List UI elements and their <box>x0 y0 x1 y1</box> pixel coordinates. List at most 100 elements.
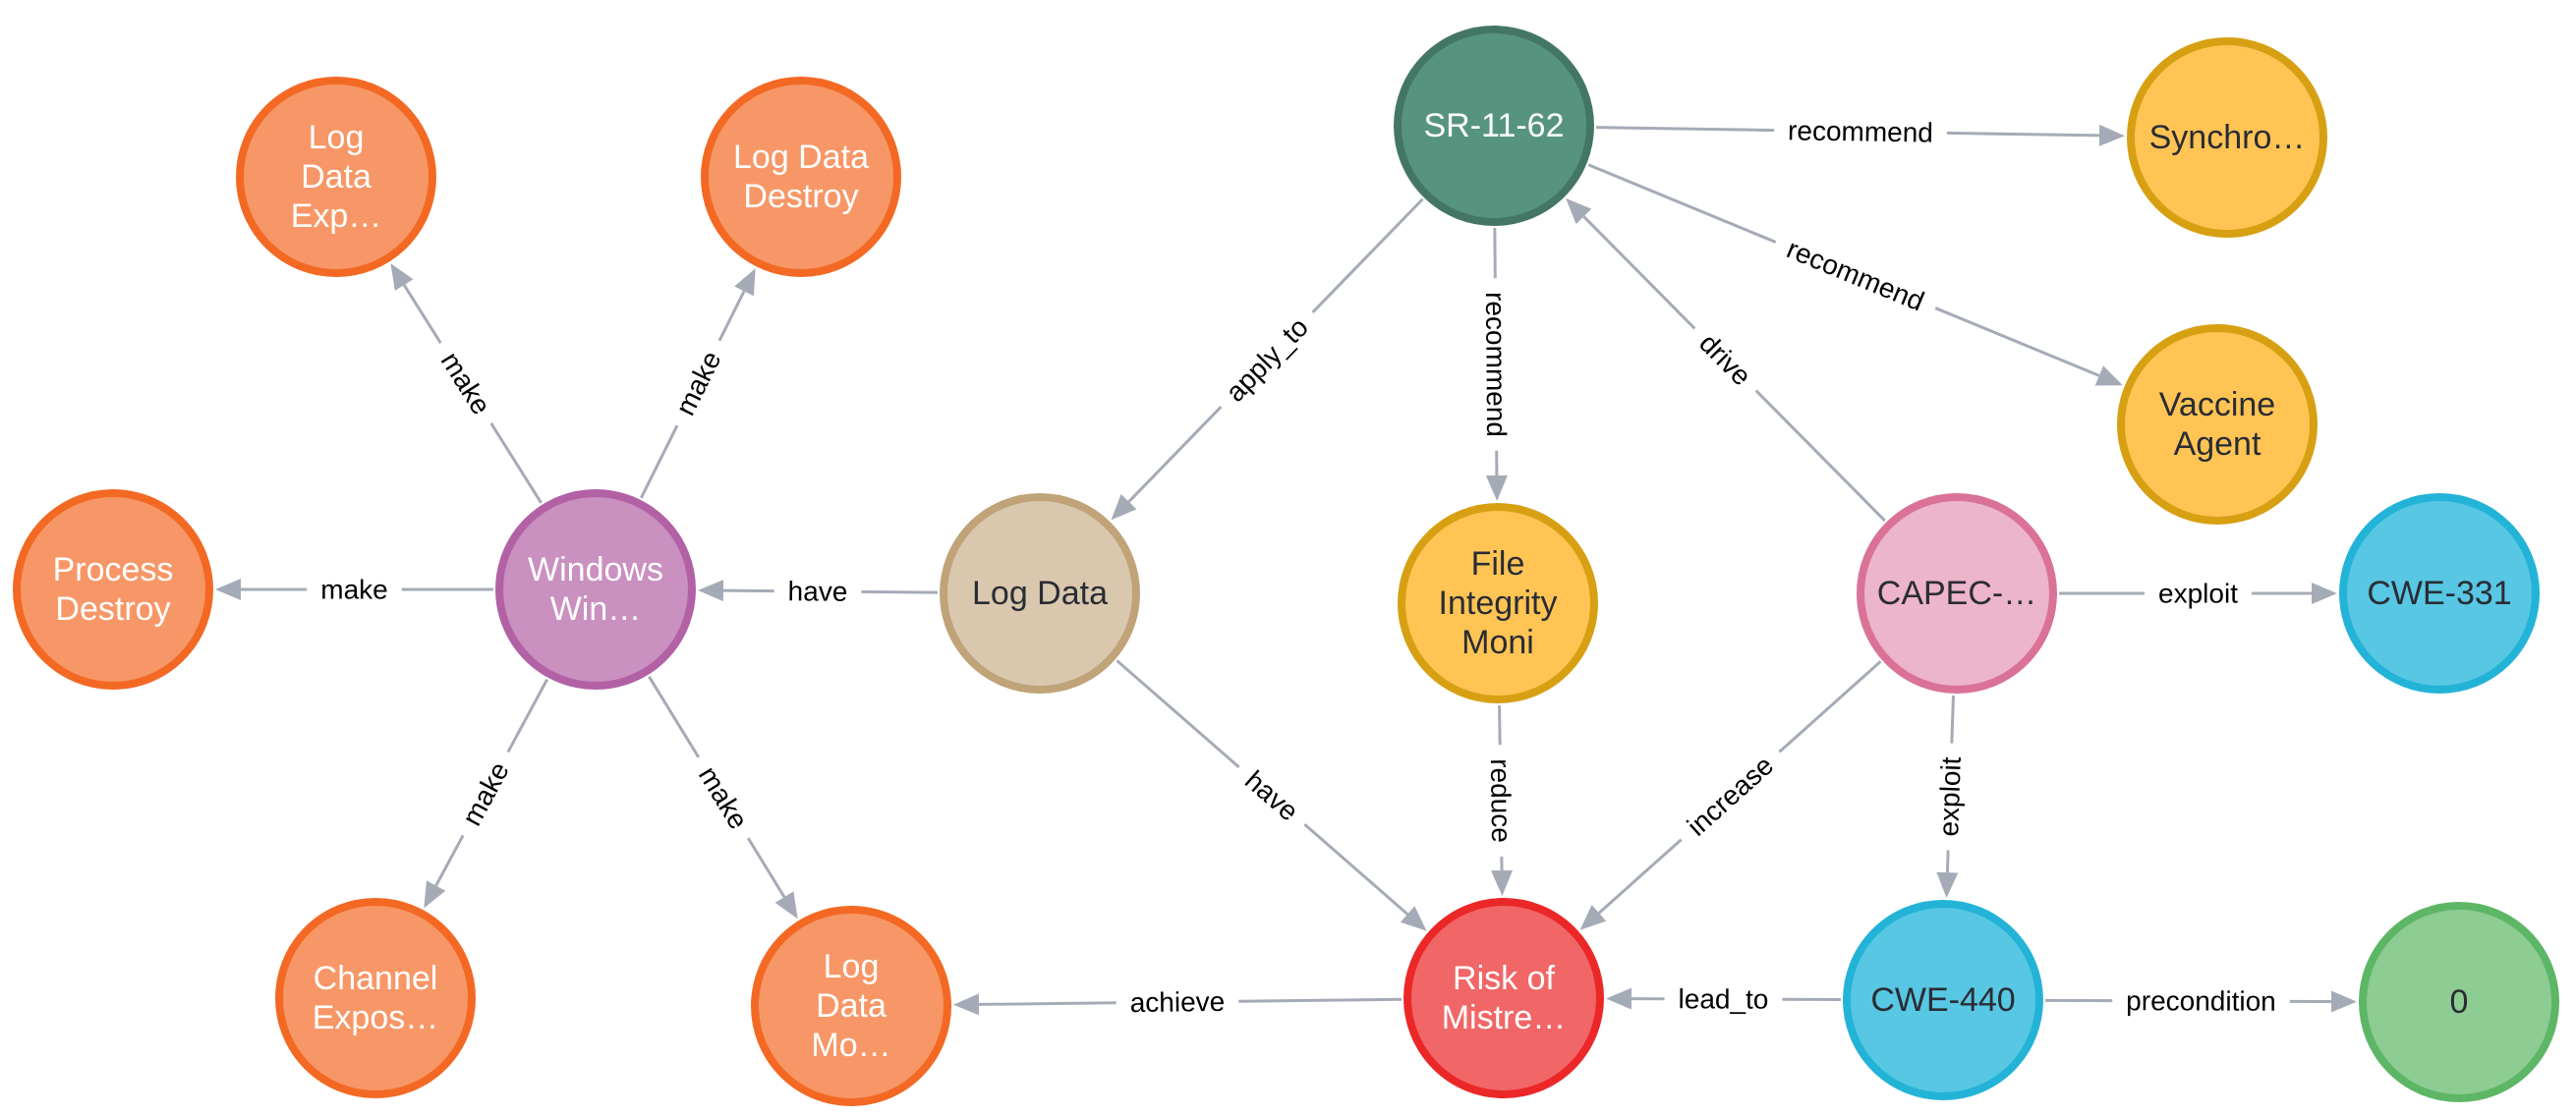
node-circle <box>751 906 951 1106</box>
node-cwe_331[interactable]: CWE-331 <box>2339 493 2540 694</box>
edge-label: reduce <box>1485 758 1517 843</box>
edge-label: make <box>693 761 754 835</box>
edge-capec-to-cwe_331[interactable]: exploit <box>2059 579 2337 609</box>
arrowhead <box>1111 494 1137 521</box>
edge-log_data-to-risk_of_mistre[interactable]: have <box>1116 659 1427 931</box>
node-zero[interactable]: 0 <box>2359 902 2559 1102</box>
edge-label: make <box>435 347 497 419</box>
arrowhead <box>215 579 241 600</box>
edge-log_data-to-windows_win[interactable]: have <box>697 576 939 607</box>
node-label: Win… <box>550 590 642 628</box>
node-synchro[interactable]: Synchro… <box>2127 37 2327 238</box>
edge-windows_win-to-log_data_mo[interactable]: make <box>648 675 798 920</box>
edge-label: exploit <box>2158 579 2238 609</box>
edge-sr_11_62-to-synchro[interactable]: recommend <box>1595 115 2126 148</box>
edge-label: recommend <box>1783 233 1928 316</box>
node-label: Process <box>53 551 174 588</box>
edge-line <box>489 422 543 504</box>
node-circle <box>1843 900 2043 1100</box>
node-log_data_mo[interactable]: LogDataMo… <box>751 906 951 1106</box>
node-risk_of_mistre[interactable]: Risk ofMistre… <box>1403 898 1604 1098</box>
node-label: SR-11-62 <box>1424 107 1565 144</box>
node-label: CWE-440 <box>1870 981 2015 1019</box>
arrowhead <box>1400 906 1427 931</box>
edge-capec-to-risk_of_mistre[interactable]: increase <box>1579 660 1882 930</box>
node-label: Exp… <box>291 197 382 235</box>
edge-line <box>1498 704 1502 746</box>
edge-label: exploit <box>1933 756 1967 837</box>
edge-cwe_440-to-zero[interactable]: precondition <box>2044 985 2358 1017</box>
edge-label: recommend <box>1480 292 1512 437</box>
edge-label: recommend <box>1788 115 1933 147</box>
node-log_data_exp[interactable]: LogDataExp… <box>236 77 436 277</box>
edge-capec-to-sr_11_62[interactable]: drive <box>1566 197 1886 523</box>
edge-windows_win-to-process_destroy[interactable]: make <box>215 575 493 605</box>
node-cwe_440[interactable]: CWE-440 <box>1843 900 2043 1100</box>
node-circle <box>940 493 1140 694</box>
arrowhead <box>734 268 756 297</box>
node-label: Mistre… <box>1442 999 1567 1036</box>
node-circle <box>1403 898 1604 1098</box>
node-circle <box>2359 902 2559 1102</box>
node-label: Destroy <box>743 178 858 215</box>
node-log_data[interactable]: Log Data <box>940 493 1140 694</box>
node-label: Mo… <box>811 1027 890 1064</box>
edge-line <box>1595 126 1775 133</box>
node-circle <box>13 489 213 690</box>
node-label: 0 <box>2450 983 2469 1021</box>
node-circle <box>275 898 476 1098</box>
node-label: Integrity <box>1439 585 1558 622</box>
edge-label: have <box>788 576 848 607</box>
node-circle <box>2127 37 2327 238</box>
edge-line <box>1238 997 1402 1003</box>
edge-line <box>1303 823 1409 916</box>
node-circle <box>2117 324 2318 525</box>
edge-label: make <box>669 346 726 419</box>
edge-sr_11_62-to-file_integrity[interactable]: recommend <box>1480 227 1512 502</box>
node-circle <box>1398 503 1598 703</box>
arrowhead <box>1936 871 1959 899</box>
arrowhead <box>2098 124 2126 146</box>
node-label: Agent <box>2174 425 2261 463</box>
edge-line <box>1587 163 1777 244</box>
node-label: File <box>1471 545 1525 583</box>
edge-line <box>746 837 786 898</box>
edge-line <box>1950 695 1955 744</box>
edge-line <box>434 834 465 887</box>
arrowhead <box>774 891 798 920</box>
node-label: CAPEC-… <box>1877 575 2036 612</box>
arrowhead <box>390 263 414 291</box>
edge-label: have <box>1239 764 1304 826</box>
node-label: Windows <box>528 551 663 588</box>
node-capec[interactable]: CAPEC-… <box>1857 493 2057 694</box>
edge-line <box>1582 215 1696 330</box>
node-label: Log Data <box>972 575 1108 612</box>
node-channel_expos[interactable]: ChannelExpos… <box>275 898 476 1098</box>
arrowhead <box>1485 474 1508 502</box>
node-label: CWE-331 <box>2367 575 2511 612</box>
edge-windows_win-to-channel_expos[interactable]: make <box>424 678 549 909</box>
edge-windows_win-to-log_data_destroy[interactable]: make <box>639 268 756 499</box>
arrowhead <box>1491 869 1514 897</box>
edge-label: make <box>456 757 515 831</box>
arrowhead <box>2330 990 2358 1013</box>
edge-line <box>402 284 442 344</box>
edge-file_integrity-to-risk_of_mistre[interactable]: reduce <box>1485 704 1517 897</box>
edge-cwe_440-to-risk_of_mistre[interactable]: lead_to <box>1605 983 1842 1015</box>
node-sr_11_62[interactable]: SR-11-62 <box>1394 26 1594 226</box>
node-label: Vaccine <box>2159 386 2275 423</box>
edge-line <box>978 1001 1116 1006</box>
edge-sr_11_62-to-log_data[interactable]: apply_to <box>1111 197 1424 521</box>
edge-risk_of_mistre-to-log_data_mo[interactable]: achieve <box>952 986 1402 1018</box>
node-label: Log Data <box>733 139 869 176</box>
edge-sr_11_62-to-vaccine_agent[interactable]: recommend <box>1587 163 2123 386</box>
node-windows_win[interactable]: WindowsWin… <box>495 489 696 690</box>
arrowhead <box>1579 905 1607 930</box>
edge-capec-to-cwe_440[interactable]: exploit <box>1933 695 1967 899</box>
node-label: Channel <box>314 960 438 997</box>
edge-windows_win-to-log_data_exp[interactable]: make <box>390 263 543 504</box>
